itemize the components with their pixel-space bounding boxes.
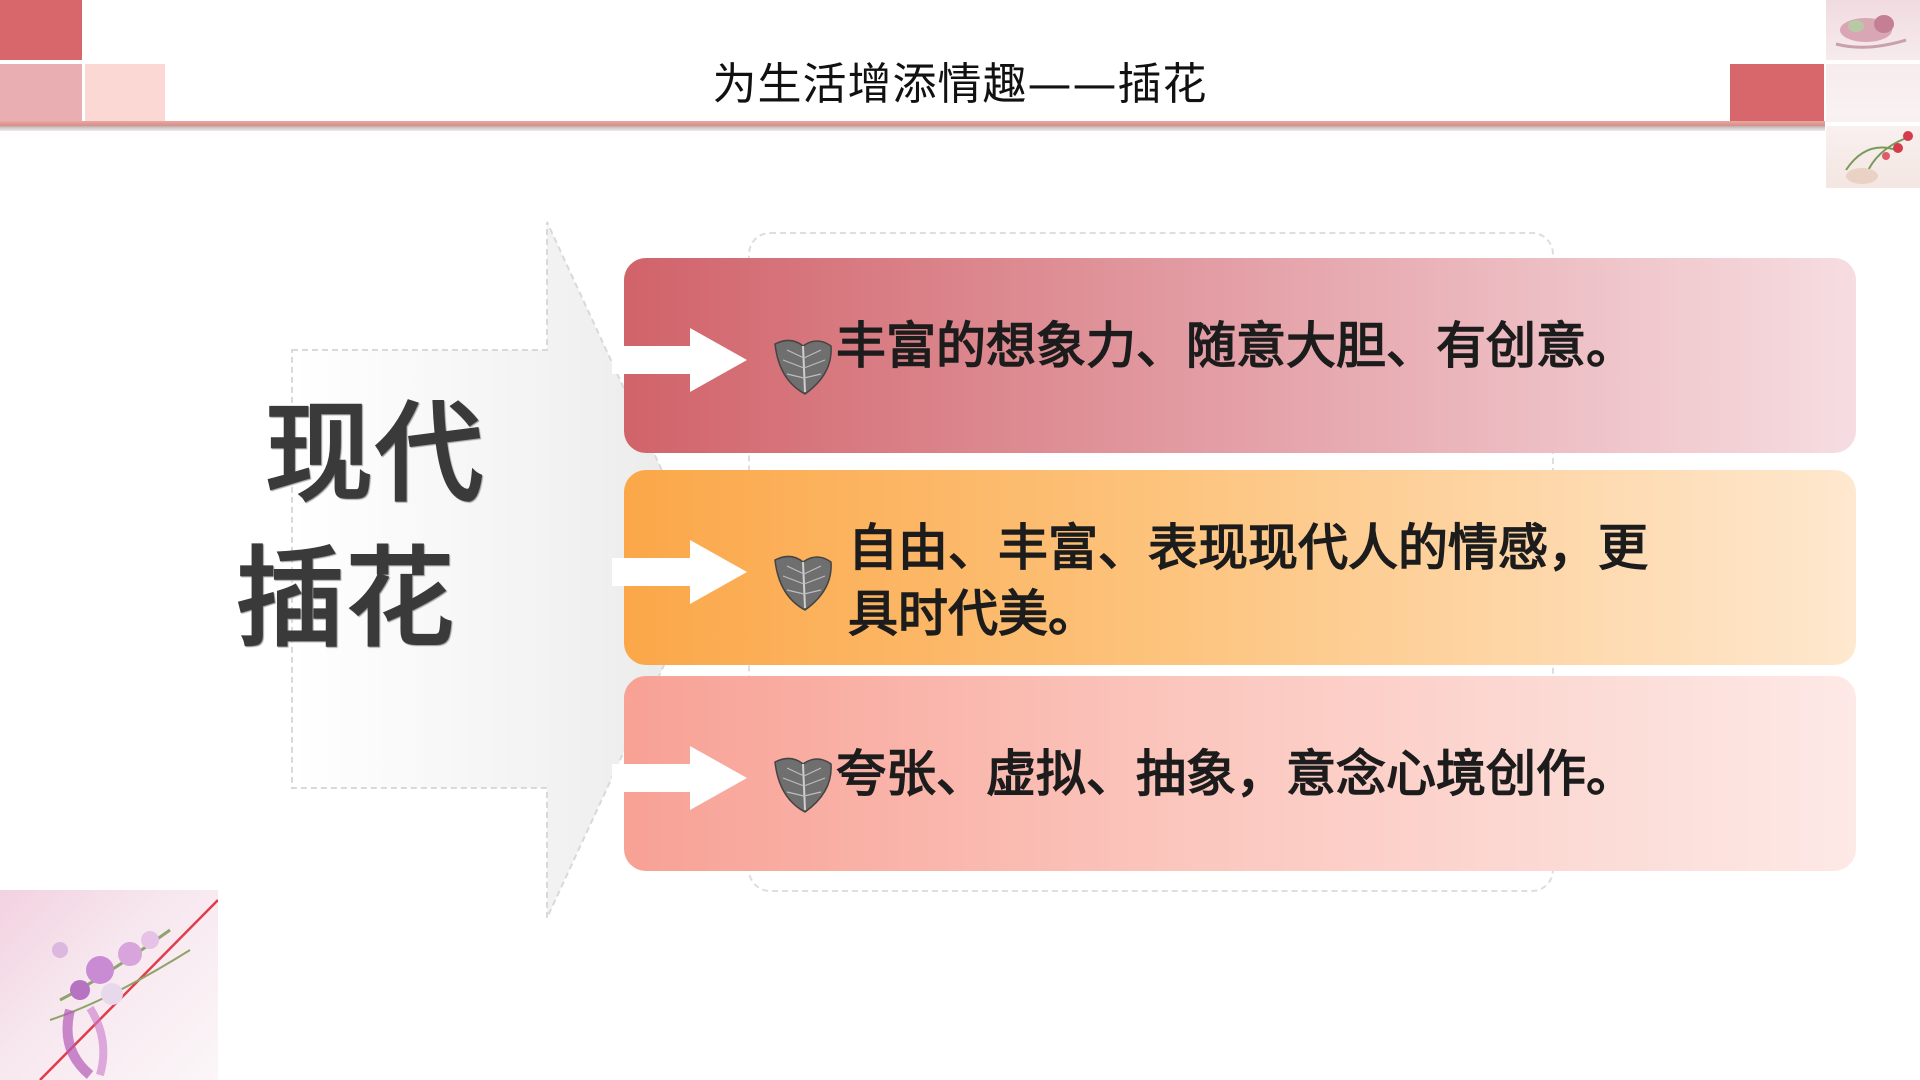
item-text-1: 丰富的想象力、随意大胆、有创意。	[836, 316, 1636, 375]
arrow-right-icon	[612, 540, 747, 604]
item-text-3: 夸张、虚拟、抽象，意念心境创作。	[836, 744, 1636, 803]
header-divider	[0, 121, 1825, 131]
large-arrow-shape	[291, 221, 710, 919]
flower-photo-bottom-left	[0, 890, 218, 1080]
page-title: 为生活增添情趣——插花	[712, 59, 1208, 110]
item-text-2-line2: 具时代美。	[848, 584, 1098, 643]
arrow-right-icon	[612, 328, 747, 392]
main-label-line2: 插花	[236, 536, 457, 662]
item-text-2-line1: 自由、丰富、表现现代人的情感，更	[848, 518, 1648, 577]
header-decor-square	[0, 0, 82, 60]
header-decor-square	[85, 64, 165, 126]
arrow-right-icon	[612, 746, 747, 810]
header-decor-square	[0, 64, 82, 126]
flower-photo-top-right	[1826, 0, 1920, 188]
header-decor-square	[1730, 64, 1824, 124]
leaf-icon	[774, 555, 832, 611]
leaf-icon	[774, 757, 832, 813]
leaf-icon	[774, 339, 832, 395]
main-label-line1: 现代	[265, 391, 486, 517]
